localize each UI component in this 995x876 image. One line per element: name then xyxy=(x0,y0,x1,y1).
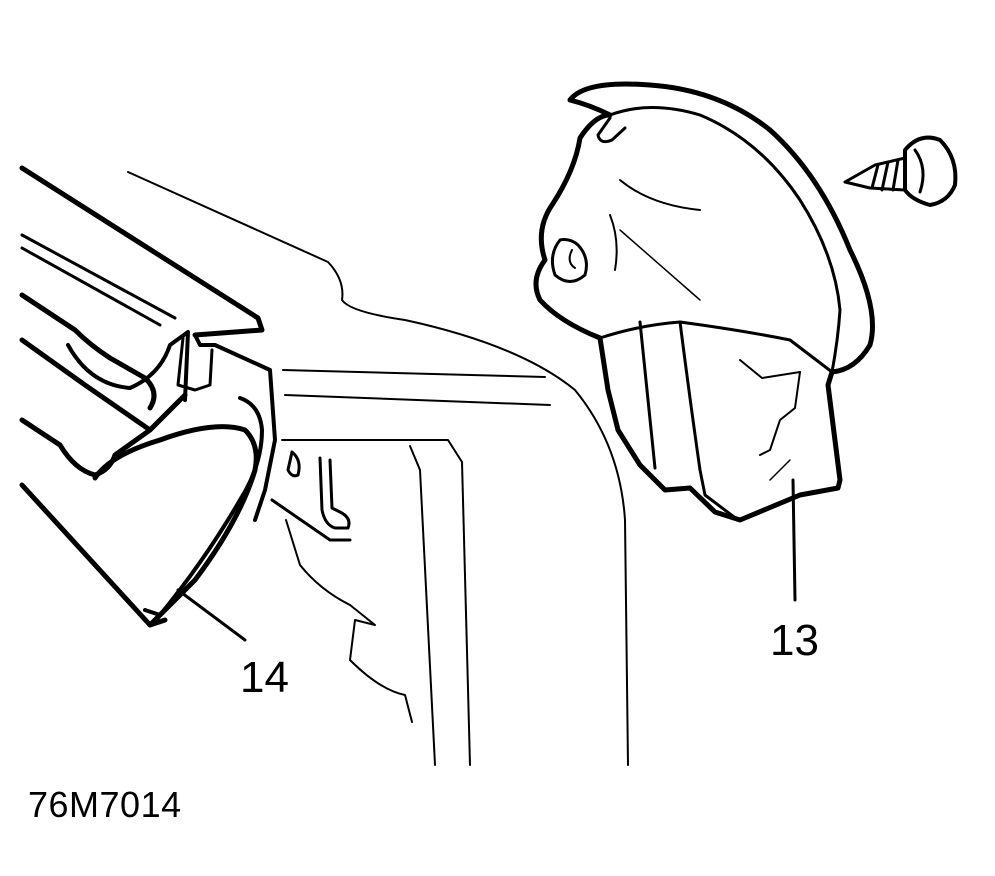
callout-14-leader xyxy=(176,588,247,642)
door-frame xyxy=(127,171,629,766)
trim-cover-part xyxy=(533,81,875,602)
callout-14: 14 xyxy=(240,653,289,702)
callout-13: 13 xyxy=(770,616,819,665)
figure-id: 76M7014 xyxy=(28,784,182,825)
self-tapping-screw-icon xyxy=(843,135,958,207)
door-seal-part xyxy=(19,165,277,628)
